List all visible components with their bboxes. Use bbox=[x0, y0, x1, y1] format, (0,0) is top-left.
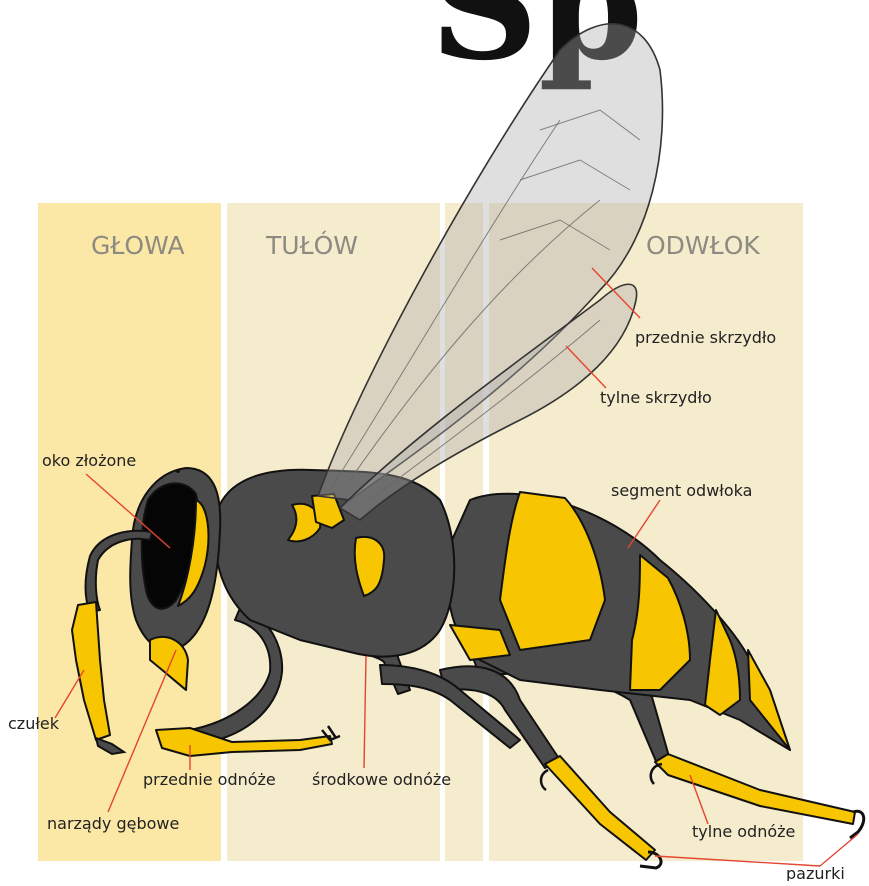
label-hindwing: tylne skrzydło bbox=[600, 388, 712, 407]
label-hindleg: tylne odnóże bbox=[692, 822, 795, 841]
label-forewing: przednie skrzydło bbox=[635, 328, 776, 347]
label-compound-eye: oko złożone bbox=[42, 451, 136, 470]
label-claws: pazurki bbox=[786, 864, 845, 881]
region-head-title: GŁOWA bbox=[91, 231, 185, 260]
region-thorax-title: TUŁÓW bbox=[265, 230, 358, 260]
label-foreleg: przednie odnóże bbox=[143, 770, 276, 789]
label-midleg: środkowe odnóże bbox=[312, 770, 451, 789]
region-abdomen-title: ODWŁOK bbox=[646, 231, 760, 260]
label-mouthparts: narządy gębowe bbox=[47, 814, 179, 833]
label-abdomen-segment: segment odwłoka bbox=[611, 481, 752, 500]
label-antenna: czułek bbox=[8, 714, 60, 733]
